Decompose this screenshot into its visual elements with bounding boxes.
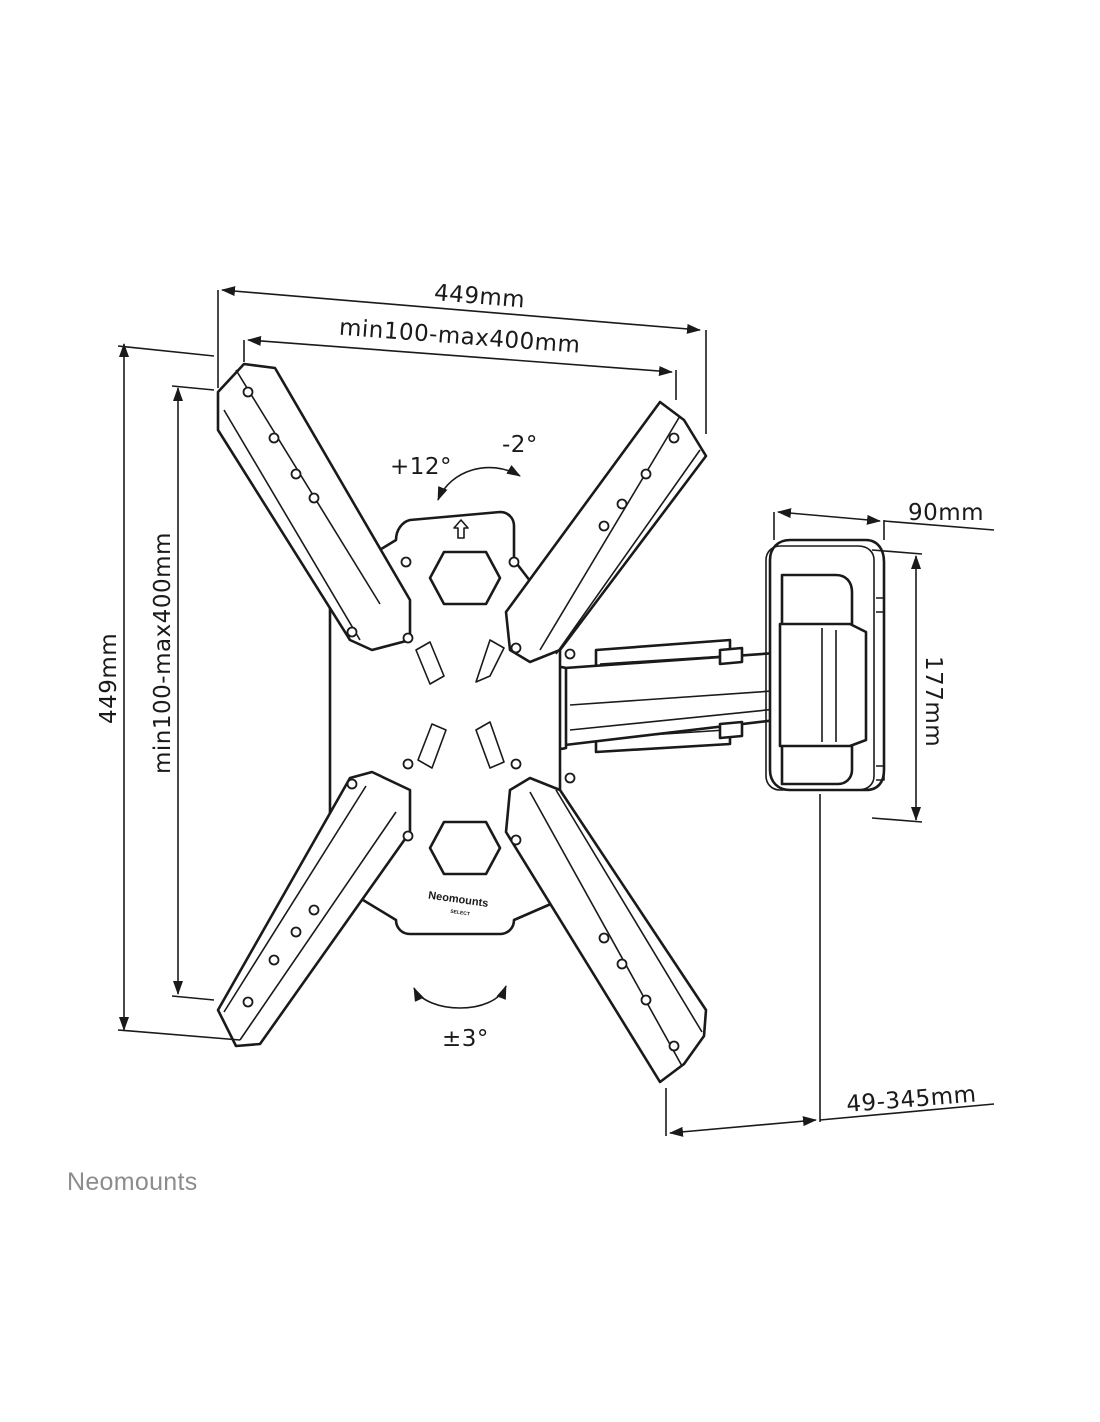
dimension-lines — [117, 286, 995, 1137]
rotation-label: ±3° — [442, 1026, 489, 1052]
vesa-vertical-label: min100-max400mm — [150, 532, 176, 774]
vesa-horizontal-label: min100-max400mm — [338, 315, 581, 359]
wall-plate-width-label: 90mm — [908, 500, 984, 526]
vesa-plate: Neomounts SELECT — [216, 362, 708, 1084]
tilt-back-label: -2° — [502, 432, 538, 458]
tv-mount-drawing: Neomounts SELECT — [216, 362, 886, 1084]
wall-plate — [765, 538, 886, 792]
tilt-forward-label: +12° — [390, 454, 452, 480]
swing-arm — [536, 638, 820, 754]
brand-logo-text: Neomounts — [67, 1168, 198, 1196]
plate-height-label: 449mm — [96, 633, 122, 724]
plate-logo-sub: SELECT — [450, 909, 470, 918]
wall-plate-height-label: 177mm — [920, 656, 946, 747]
wall-distance-label: 49-345mm — [845, 1082, 977, 1118]
